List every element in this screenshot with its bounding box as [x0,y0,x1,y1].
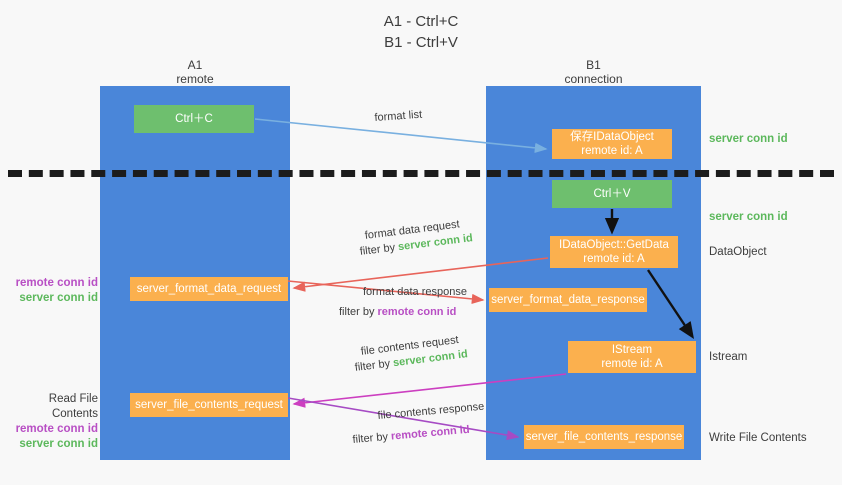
left-label-remote-conn-id-2: remote conn id [15,423,98,435]
box-server-file-contents-response[interactable]: server_file_contents_response [524,425,684,449]
box-copy-idataobject-line2: remote id: A [581,145,643,157]
box-server-format-data-response-label: server_format_data_response [491,294,645,306]
box-ctrl-c[interactable]: Ctrl＋C [134,105,254,133]
box-server-file-contents-request-label: server_file_contents_request [135,399,283,411]
box-copy-idataobject-label: 保存IDataObject remote id: A [570,130,654,158]
box-idataobject-getdata-label: IDataObject::GetData remote id: A [559,238,669,266]
right-label-dataobject: DataObject [709,246,767,258]
box-ctrl-c-label: Ctrl＋C [175,113,213,125]
caption-format-data-response-text: format data response [363,286,467,298]
caption-fcreq-filter-prefix: filter by [354,357,394,374]
box-server-format-data-response[interactable]: server_format_data_response [489,288,647,312]
caption-fdres-filter-value: remote conn id [377,306,457,318]
lane-header-a1: A1 remote [100,58,290,86]
box-istream-line2: remote id: A [601,358,663,370]
box-server-format-data-request-label: server_format_data_request [136,283,282,295]
dashed-divider [8,170,834,177]
left-label-group-format: remote conn id server conn id [6,276,98,306]
page-title: A1 - Ctrl+C B1 - Ctrl+V [0,11,842,53]
caption-file-contents-response-filter: filter by remote conn id [352,423,470,448]
lane-b1-role: connection [564,72,623,86]
caption-fdreq-filter-prefix: filter by [359,241,399,258]
caption-fcres-filter-prefix: filter by [352,430,392,446]
caption-fcres-filter-value: remote conn id [390,423,471,443]
box-getdata-line1: IDataObject::GetData [559,239,669,251]
left-label-remote-conn-id-1: remote conn id [15,277,98,289]
box-copy-idataobject[interactable]: 保存IDataObject remote id: A [552,129,672,159]
box-istream-line1: IStream [611,344,653,356]
left-label-server-conn-id-1: server conn id [19,292,98,304]
box-server-file-contents-response-label: server_file_contents_response [525,431,683,443]
caption-format-data-response: format data response [363,285,467,300]
caption-format-list: format list [374,108,423,126]
caption-file-contents-response: file contents response [377,400,485,424]
left-label-read-file-contents: Read File Contents [48,393,98,420]
box-server-file-contents-request[interactable]: server_file_contents_request [130,393,288,417]
lane-header-b1: B1 connection [486,58,701,86]
right-label-write-file-contents: Write File Contents [709,432,807,444]
lane-b1-name: B1 [586,58,601,72]
title-line-1: A1 - Ctrl+C [383,13,459,30]
right-label-server-conn-id-top: server conn id [709,133,788,145]
lane-a1-name: A1 [187,58,203,72]
caption-file-contents-response-text: file contents response [377,400,485,422]
box-copy-idataobject-line1: 保存IDataObject [570,131,654,143]
right-label-istream: Istream [709,351,748,363]
box-ctrl-v-label: Ctrl＋V [593,188,631,200]
box-istream[interactable]: IStream remote id: A [568,341,696,373]
left-label-group-file: Read File Contents remote conn id server… [6,392,98,452]
box-istream-label: IStream remote id: A [601,343,662,371]
caption-fdres-filter-prefix: filter by [339,306,378,318]
left-label-server-conn-id-2: server conn id [19,438,98,450]
lane-a1-role: remote [176,72,214,86]
box-server-format-data-request[interactable]: server_format_data_request [130,277,288,301]
caption-format-data-response-filter: filter by remote conn id [339,305,456,320]
box-ctrl-v[interactable]: Ctrl＋V [552,180,672,208]
caption-format-list-text: format list [374,108,423,124]
box-idataobject-getdata[interactable]: IDataObject::GetData remote id: A [550,236,678,268]
box-getdata-line2: remote id: A [583,253,645,265]
right-label-server-conn-id-mid: server conn id [709,211,788,223]
title-line-2: B1 - Ctrl+V [384,34,458,51]
